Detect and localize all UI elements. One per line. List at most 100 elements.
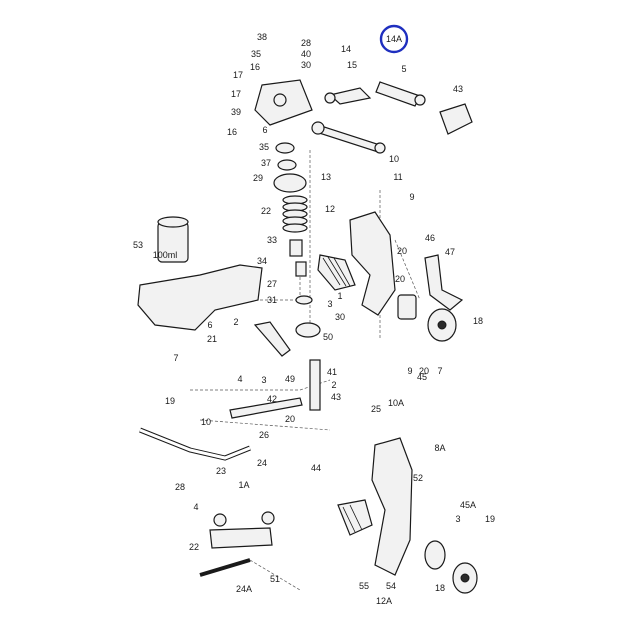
part-number-label: 9 xyxy=(407,366,412,376)
steering-knuckle-12 xyxy=(349,211,396,316)
part-number-label: 22 xyxy=(189,542,199,552)
part-number-label: 45A xyxy=(460,500,476,510)
part-number-label: 43 xyxy=(453,84,463,94)
part-number-label: 12 xyxy=(325,204,335,214)
part-number-label: 53 xyxy=(133,240,143,250)
part-number-label: 14 xyxy=(341,44,351,54)
shock-absorber-41 xyxy=(309,359,321,411)
coil-spring-22 xyxy=(282,195,308,233)
lower-upper-arm xyxy=(315,124,381,153)
part-number-label: 34 xyxy=(257,256,267,266)
part-number-label: 21 xyxy=(207,334,217,344)
part-number-label: 37 xyxy=(261,158,271,168)
part-number-label: 25 xyxy=(371,404,381,414)
part-number-label: 17 xyxy=(231,89,241,99)
drive-shaft-upper xyxy=(317,254,356,291)
part-number-label: 55 xyxy=(359,581,369,591)
part-number-label: 24A xyxy=(236,584,252,594)
part-number-label: 52 xyxy=(413,473,423,483)
steering-knuckle-12a xyxy=(371,437,413,576)
part-number-label: 38 xyxy=(257,32,267,42)
part-number-label: 40 xyxy=(301,49,311,59)
part-number-label: 45 xyxy=(417,372,427,382)
arm-bushing xyxy=(324,92,336,104)
part-number-label: 24 xyxy=(257,458,267,468)
part-number-label: 11 xyxy=(393,172,402,182)
part-number-label: 41 xyxy=(327,367,337,377)
part-number-label: 7 xyxy=(173,353,178,363)
bracket-46 xyxy=(424,254,464,311)
part-number-label: 10 xyxy=(389,154,399,164)
part-number-label: 5 xyxy=(401,64,406,74)
part-number-label: 44 xyxy=(311,463,321,473)
strut-top-mount-29 xyxy=(273,173,307,193)
part-number-label: 20 xyxy=(397,246,407,256)
link-arm xyxy=(229,397,303,419)
part-number-label: 54 xyxy=(386,581,396,591)
part-number-label: 12A xyxy=(376,596,392,606)
part-number-label: 19 xyxy=(485,514,495,524)
part-number-label: 4 xyxy=(237,374,242,384)
control-arm-14 xyxy=(328,87,372,105)
wheel-hub-assembly xyxy=(397,294,457,342)
arm-bushing xyxy=(311,121,325,135)
part-number-label: 14A xyxy=(386,34,402,44)
part-number-label: 31 xyxy=(267,295,277,305)
lower-arm-21 xyxy=(253,321,291,357)
strut-mount-37 xyxy=(277,159,297,171)
strut-stack xyxy=(273,142,321,411)
part-number-label: 39 xyxy=(231,107,241,117)
fluid-bottle-53 xyxy=(157,216,189,263)
bearing-35 xyxy=(275,142,295,154)
part-number-label: 22 xyxy=(261,206,271,216)
part-number-label: 51 xyxy=(270,574,280,584)
dust-boot-34 xyxy=(295,261,307,277)
control-arm-14a xyxy=(375,81,421,107)
part-number-label: 7 xyxy=(437,366,442,376)
arm-assembly-1a xyxy=(199,511,275,577)
part-number-label: 18 xyxy=(473,316,483,326)
part-number-label: 43 xyxy=(331,392,341,402)
part-number-label: 30 xyxy=(301,60,311,70)
part-number-label: 6 xyxy=(262,125,267,135)
washer-27 xyxy=(295,295,313,305)
part-number-label: 1 xyxy=(337,291,342,301)
part-number-label: 16 xyxy=(227,127,237,137)
part-number-label: 20 xyxy=(395,274,405,284)
subframe xyxy=(137,264,263,331)
part-number-label: 2 xyxy=(233,317,238,327)
part-number-label: 17 xyxy=(233,70,243,80)
part-number-label: 35 xyxy=(259,142,269,152)
part-number-label: 4 xyxy=(193,502,198,512)
part-number-label: 1A xyxy=(238,480,249,490)
drive-shaft-lower xyxy=(337,499,373,536)
part-number-label: 20 xyxy=(419,366,429,376)
bracket-43 xyxy=(439,103,473,135)
wheel-hub-lower xyxy=(424,540,478,594)
part-number-label: 29 xyxy=(253,173,263,183)
part-number-label: 23 xyxy=(216,466,226,476)
part-number-label: 3 xyxy=(455,514,460,524)
part-number-label: 47 xyxy=(445,247,455,257)
spring-seat-31 xyxy=(295,322,321,338)
part-number-label: 26 xyxy=(259,430,269,440)
part-number-label: 42 xyxy=(267,394,277,404)
highlight-circle xyxy=(379,24,409,54)
part-number-label: 30 xyxy=(335,312,345,322)
upper-mount-bracket xyxy=(254,79,313,126)
part-number-label: 15 xyxy=(347,60,357,70)
part-number-label: 20 xyxy=(285,414,295,424)
part-number-label: 100ml xyxy=(153,250,178,260)
part-number-label: 3 xyxy=(261,375,266,385)
part-number-label: 10A xyxy=(388,398,404,408)
part-number-label: 13 xyxy=(321,172,331,182)
part-number-label: 6 xyxy=(207,320,212,330)
part-number-label: 46 xyxy=(425,233,435,243)
part-number-label: 3 xyxy=(327,299,332,309)
part-number-label: 33 xyxy=(267,235,277,245)
part-number-label: 28 xyxy=(301,38,311,48)
part-number-label: 49 xyxy=(285,374,295,384)
upper-control-arms xyxy=(311,81,426,154)
